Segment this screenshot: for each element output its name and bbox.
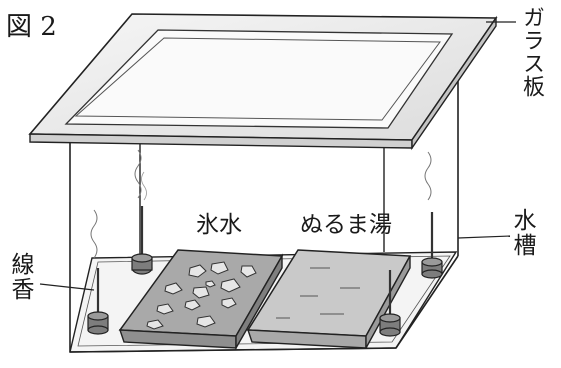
leader-lines	[39, 21, 516, 291]
label-lukewarm-water: ぬるま湯	[300, 212, 392, 238]
water-tank-leader	[457, 235, 511, 239]
tank-front-bottom-edge	[69, 347, 397, 353]
glass-plate	[28, 13, 498, 151]
ice-cubes	[146, 261, 257, 330]
tank-right-bottom-edge	[395, 255, 459, 349]
warm-tray-side	[365, 255, 411, 349]
ice-water-tray	[118, 249, 284, 351]
label-water-tank: 水槽	[509, 208, 535, 258]
incense-back-right	[421, 151, 443, 279]
tank-rim-inner	[74, 37, 441, 121]
incense-front-left	[87, 209, 109, 335]
incense-front-right	[379, 270, 401, 337]
incense-leader	[39, 283, 95, 291]
label-glass-plate: ガラス板	[519, 6, 544, 98]
incense-back-left	[131, 149, 153, 275]
figure-title: 図 2	[6, 12, 57, 42]
ice-tray-side	[235, 253, 283, 351]
tank-rim-outline	[64, 29, 454, 129]
label-incense: 線香	[7, 252, 33, 302]
glass-plate-thickness-right	[411, 15, 497, 151]
label-ice-water: 氷水	[196, 212, 242, 238]
lukewarm-water-tray	[246, 249, 412, 349]
